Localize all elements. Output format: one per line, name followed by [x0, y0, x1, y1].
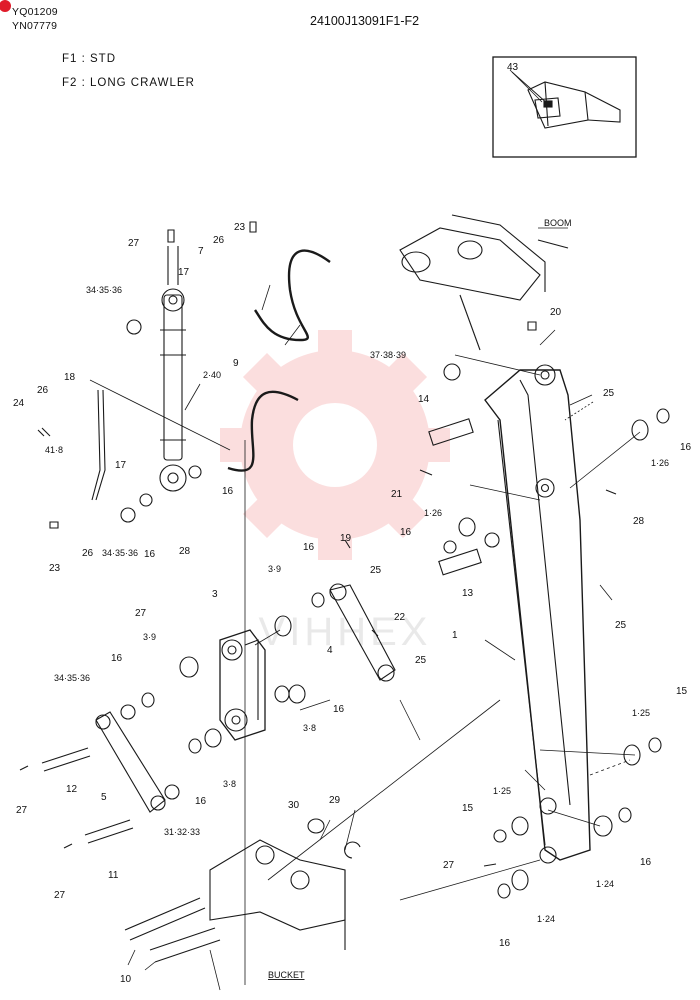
callout: 31·32·33 — [164, 827, 200, 837]
callout: 24 — [13, 398, 25, 409]
callout: 1 — [452, 630, 458, 641]
callout: 20 — [550, 307, 562, 318]
callout: 3·8 — [303, 723, 316, 733]
callout: 34·35·36 — [86, 285, 122, 295]
callout: 1·26 — [651, 458, 669, 468]
callout: 16 — [222, 486, 234, 497]
callout: 1·25 — [493, 786, 511, 796]
boom-outline — [399, 214, 569, 351]
callout: 27 — [128, 238, 140, 249]
callout: 3 — [212, 589, 218, 600]
callout: 16 — [499, 938, 511, 949]
boom-label: BOOM — [544, 218, 572, 228]
callout: 16 — [111, 653, 123, 664]
variant-std-label: F1 : STD — [62, 53, 117, 65]
callout: 34·35·36 — [102, 548, 138, 558]
callout: 3·9 — [268, 564, 281, 574]
callout: 23 — [234, 222, 246, 233]
callout: 34·35·36 — [54, 673, 90, 683]
link-part-4 — [329, 583, 396, 682]
arm-cylinder-2-40 — [159, 246, 187, 492]
callout: 26 — [213, 235, 225, 246]
callout: 11 — [108, 870, 119, 881]
serial-number-1: YQ01209 — [12, 6, 58, 18]
callout: 4 — [327, 645, 333, 656]
inset-box — [492, 56, 637, 158]
callout: 29 — [329, 795, 341, 806]
callout: 18 — [64, 372, 76, 383]
bushings-washers — [120, 319, 670, 899]
callout: 16 — [333, 704, 345, 715]
callout: 23 — [49, 563, 61, 574]
callout: 16 — [303, 542, 315, 553]
callout: 16 — [144, 549, 156, 560]
callout: 10 — [120, 974, 132, 985]
callout: 25 — [370, 565, 382, 576]
callout: 16 — [400, 527, 412, 538]
serial-number-2: YN07779 — [12, 20, 58, 32]
callout: 27 — [54, 890, 66, 901]
callout: 28 — [633, 516, 645, 527]
callout: 14 — [418, 394, 430, 405]
bolts — [19, 221, 617, 867]
callout: 17 — [178, 267, 190, 278]
callout: 9 — [233, 358, 239, 369]
callout: 1·24 — [596, 879, 614, 889]
callout: 3·9 — [143, 632, 156, 642]
callout: 37·38·39 — [370, 350, 406, 360]
callout: 13 — [462, 588, 474, 599]
corner-marker — [0, 0, 11, 12]
callout: 15 — [462, 803, 474, 814]
callout: 25 — [615, 620, 627, 631]
callout: 41·8 — [45, 445, 63, 455]
bucket-label: BUCKET — [268, 970, 305, 980]
callout: 3·8 — [223, 779, 236, 789]
callout: 17 — [115, 460, 127, 471]
callout: 1·26 — [424, 508, 442, 518]
callout: 16 — [195, 796, 207, 807]
variant-long-crawler-label: F2 : LONG CRAWLER — [62, 77, 195, 89]
callout: 26 — [82, 548, 94, 559]
callout: 15 — [676, 686, 688, 697]
bucket-bracket — [209, 839, 346, 950]
callout: 25 — [603, 388, 615, 399]
link-part-3 — [219, 629, 266, 741]
leader-lines — [89, 69, 641, 991]
document-code: 24100J13091F1-F2 — [310, 14, 420, 28]
watermark-logo — [220, 330, 450, 560]
callout: 21 — [391, 489, 403, 500]
arm-part-1 — [484, 364, 591, 864]
callout: 43 — [507, 62, 519, 73]
callout: 19 — [340, 533, 352, 544]
callout: 30 — [288, 800, 300, 811]
part-callouts: 43 27 26 23 7 17 34·35·36 9 37·38·39 20 … — [13, 62, 692, 985]
callout: 26 — [37, 385, 49, 396]
callout: 16 — [680, 442, 692, 453]
callout: 7 — [198, 246, 204, 257]
callout: 1·25 — [632, 708, 650, 718]
callout: 16 — [640, 857, 652, 868]
callout: 12 — [66, 784, 78, 795]
callout: 27 — [443, 860, 455, 871]
callout: 25 — [415, 655, 427, 666]
callout: 27 — [135, 608, 147, 619]
rod-41-8 — [91, 389, 106, 501]
hydraulic-hoses-9 — [227, 249, 331, 472]
callout: 2·40 — [203, 370, 221, 380]
callout: 5 — [101, 792, 107, 803]
callout: 1·24 — [537, 914, 555, 924]
pins — [41, 418, 482, 963]
callout: 22 — [394, 612, 406, 623]
callout: 28 — [179, 546, 191, 557]
link-part-5 — [95, 711, 166, 813]
callout: 27 — [16, 805, 28, 816]
